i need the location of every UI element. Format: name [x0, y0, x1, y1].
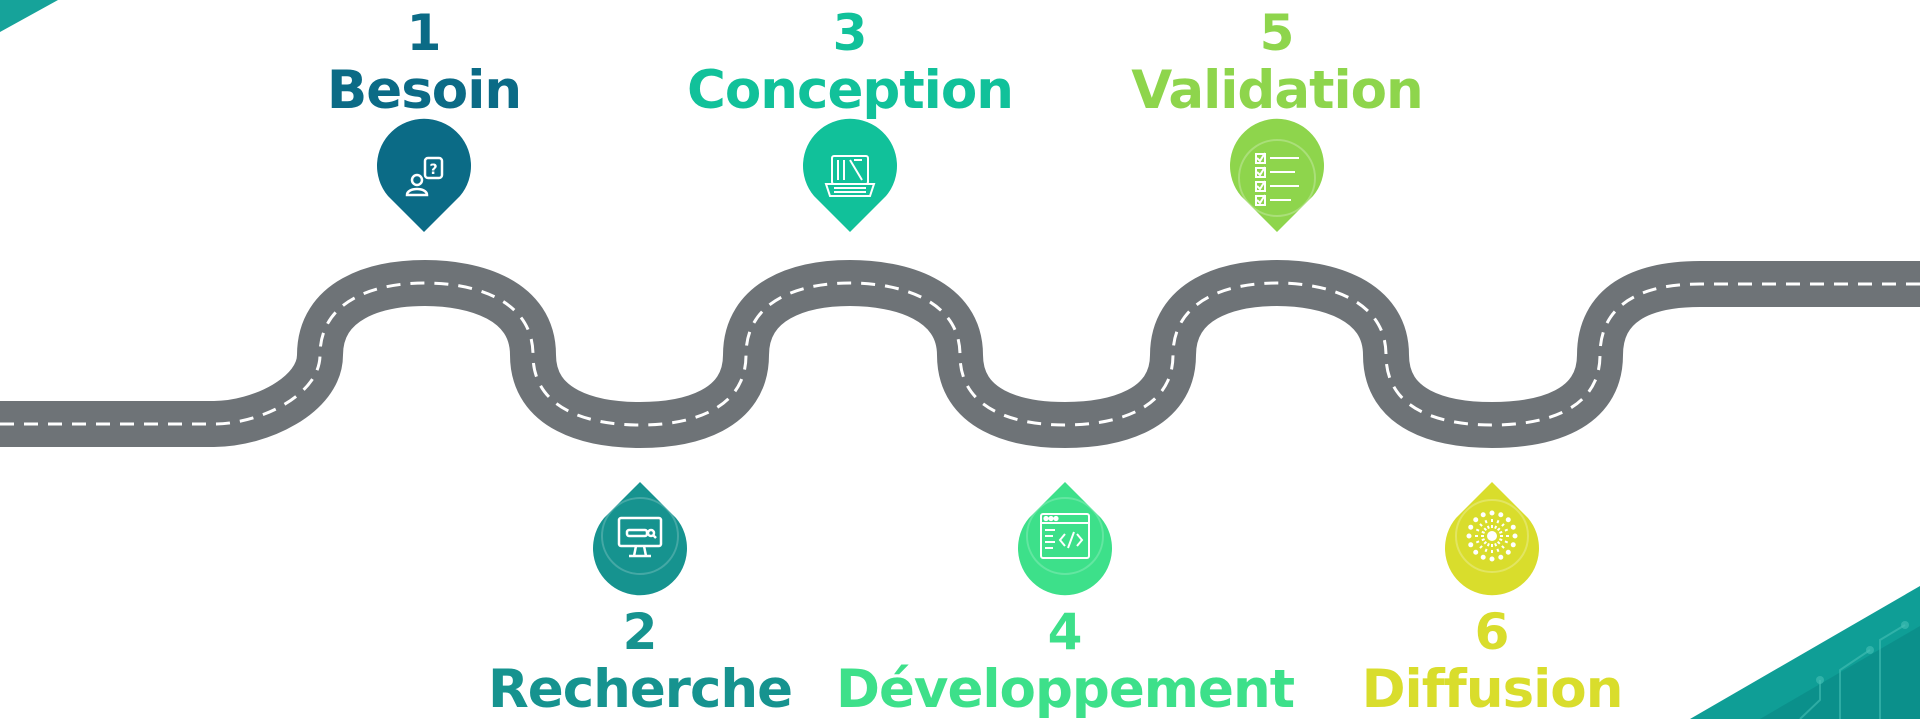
burst-icon [1466, 510, 1518, 562]
step-5-pin [1230, 118, 1324, 233]
step-6-number: 6 [1475, 603, 1510, 661]
code-window-icon [1040, 513, 1090, 559]
step-4-label: Développement [836, 659, 1295, 719]
step-1-label: Besoin [327, 60, 521, 121]
step-6-pin [1445, 482, 1539, 596]
step-4-pin [1018, 482, 1112, 596]
step-3-label: Conception [687, 60, 1013, 121]
step-5: 5 Validation [1131, 4, 1424, 233]
step-2: 2 Recherche [488, 482, 793, 719]
step-1-number: 1 [407, 4, 442, 62]
top-left-corner-accent [0, 0, 58, 32]
step-4-number: 4 [1048, 603, 1083, 661]
svg-text:?: ? [429, 162, 437, 178]
step-3-pin [803, 118, 897, 233]
step-1-pin: ? [377, 118, 471, 233]
person-question-icon: ? [405, 156, 444, 197]
step-3: 3 Conception [687, 4, 1014, 233]
step-1: 1 Besoin ? [327, 4, 522, 233]
monitor-search-icon [617, 516, 663, 558]
winding-road [0, 260, 1920, 448]
checklist-icon [1255, 152, 1299, 206]
step-2-number: 2 [623, 603, 658, 661]
step-4: 4 Développement [836, 482, 1296, 719]
step-2-label: Recherche [488, 659, 792, 719]
step-2-pin [593, 482, 687, 596]
step-5-label: Validation [1131, 60, 1423, 121]
laptop-blueprint-icon [824, 155, 876, 197]
step-5-number: 5 [1260, 4, 1295, 62]
step-6: 6 Diffusion [1362, 482, 1623, 719]
bottom-right-corner-accent [1690, 586, 1920, 719]
step-6-label: Diffusion [1362, 659, 1623, 719]
step-3-number: 3 [833, 4, 868, 62]
